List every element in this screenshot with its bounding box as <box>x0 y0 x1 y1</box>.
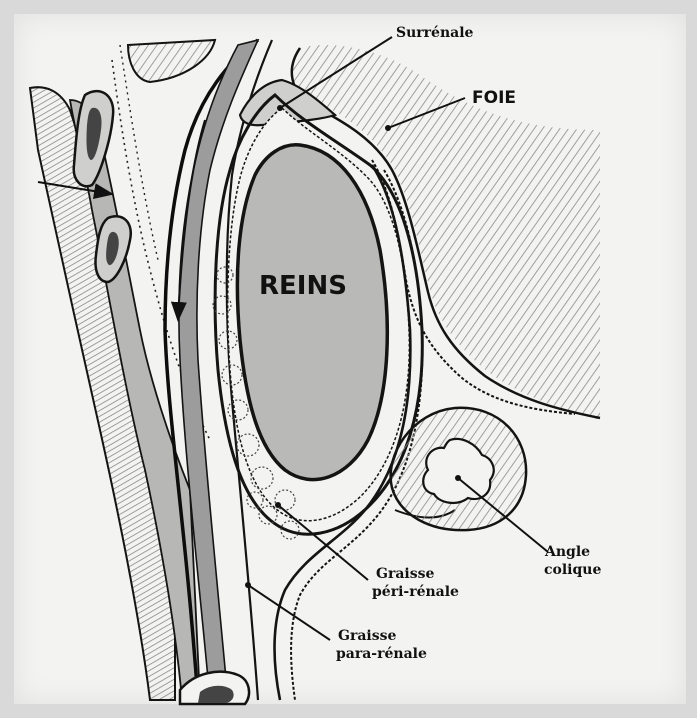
kidney-label: REINS <box>259 271 347 301</box>
label-angle-line1: Angle <box>544 544 590 560</box>
label-surrenale: Surrénale <box>396 25 474 41</box>
label-graisse-para-line2: para-rénale <box>336 646 427 662</box>
label-angle-line2: colique <box>544 562 601 578</box>
label-graisse-peri-line2: péri-rénale <box>372 584 459 600</box>
label-graisse-para-line1: Graisse <box>338 628 396 644</box>
label-foie: FOIE <box>472 88 516 108</box>
upper-hatched-region <box>128 40 215 82</box>
label-graisse-peri-line1: Graisse <box>376 566 434 582</box>
leader-graisse-para <box>248 585 330 640</box>
